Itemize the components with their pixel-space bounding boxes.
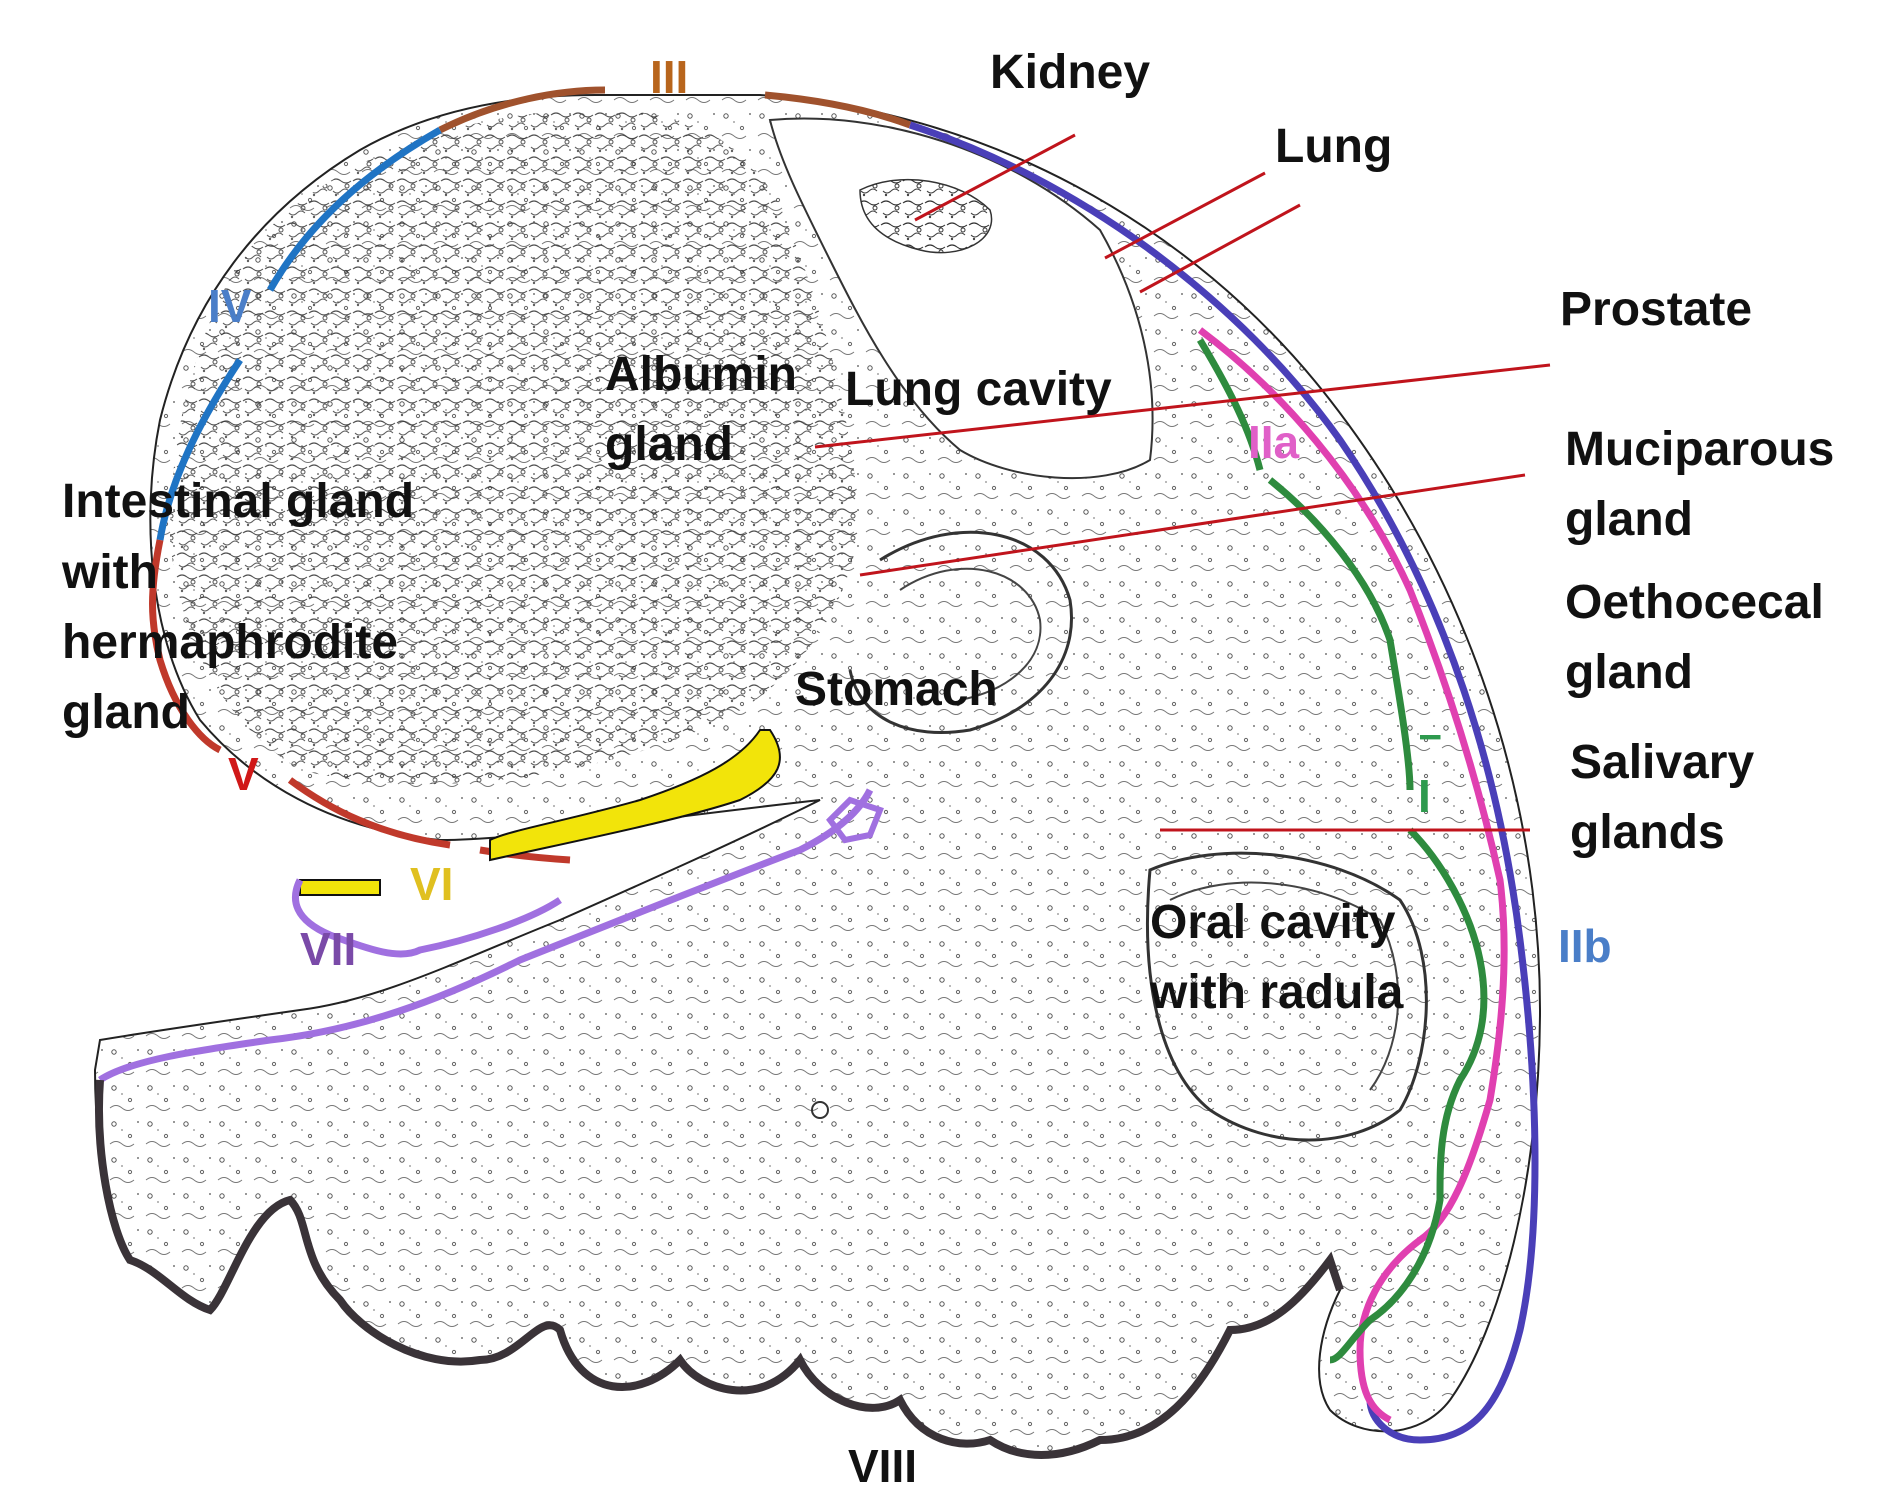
label-region-VIII: VIII	[848, 1440, 917, 1485]
label-oethocecal-line2: gland	[1565, 646, 1693, 699]
label-salivary-line2: glands	[1570, 806, 1725, 859]
label-prostate: Prostate	[1560, 283, 1752, 336]
label-region-IV: IV	[208, 280, 252, 332]
label-intestinal-line1: Intestinal gland	[62, 475, 414, 528]
label-region-III: III	[650, 51, 688, 103]
label-oral-cavity-line1: Oral cavity	[1150, 896, 1396, 949]
label-lung: Lung	[1275, 120, 1392, 173]
label-intestinal-line3: hermaphrodite	[62, 616, 398, 669]
label-lung-cavity: Lung cavity	[845, 363, 1112, 416]
visceral-mass-dense	[170, 110, 860, 784]
label-oral-cavity-line2: with radula	[1149, 966, 1404, 1019]
label-albumin-line2: gland	[605, 418, 733, 471]
label-region-IIa: IIa	[1248, 416, 1300, 468]
label-intestinal-line2: with	[61, 546, 158, 599]
label-muciparous-line2: gland	[1565, 493, 1693, 546]
label-region-IIb: IIb	[1558, 920, 1612, 972]
label-intestinal-line4: gland	[62, 686, 190, 739]
lung-leader-1	[1105, 173, 1265, 258]
label-region-VI: VI	[410, 858, 453, 910]
label-salivary-line1: Salivary	[1570, 736, 1754, 789]
label-stomach: Stomach	[795, 663, 998, 716]
label-region-VII: VII	[300, 923, 356, 975]
label-region-I-small: I	[1413, 733, 1446, 741]
label-muciparous-line1: Muciparous	[1565, 423, 1834, 476]
label-kidney: Kidney	[990, 46, 1150, 99]
label-region-V: V	[228, 748, 259, 800]
label-albumin-line1: Albumin	[605, 348, 797, 401]
label-oethocecal-line1: Oethocecal	[1565, 576, 1824, 629]
label-region-I: I	[1418, 770, 1431, 822]
